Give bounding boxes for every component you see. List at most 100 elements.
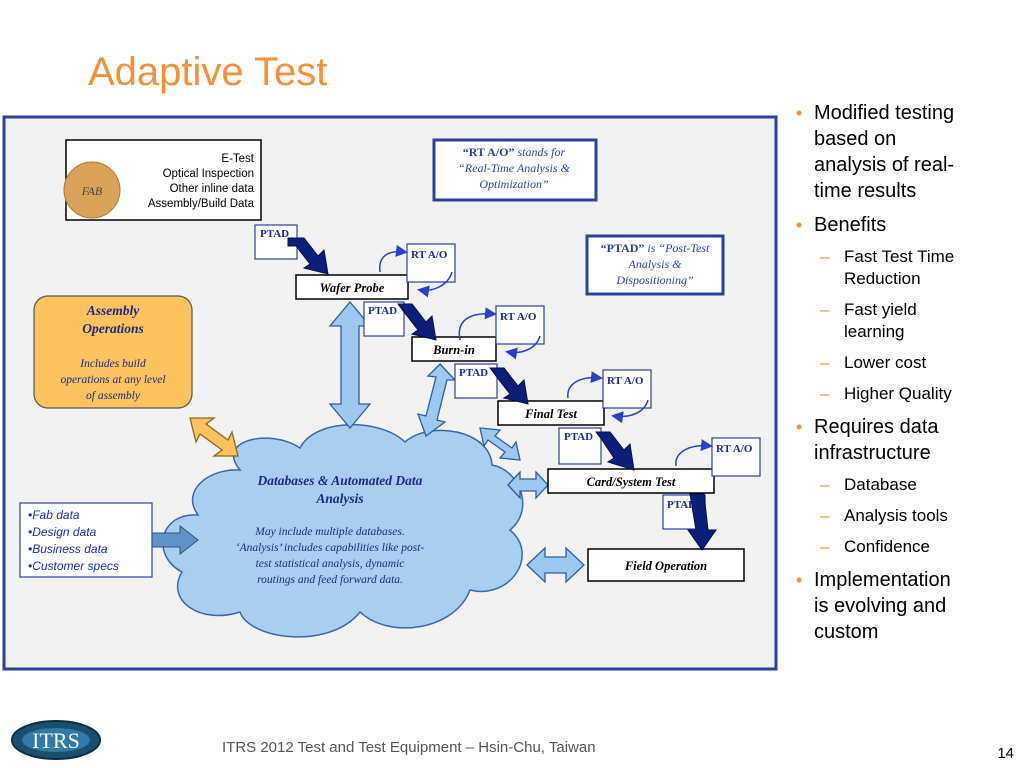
step-final-test: Final Test bbox=[497, 400, 605, 426]
data-inputs-box: •Fab data •Design data •Business data •C… bbox=[19, 502, 153, 578]
double-arrow bbox=[479, 427, 521, 461]
svg-text:RT A/O: RT A/O bbox=[716, 443, 753, 455]
cloud-desc: May include multiple databases. bbox=[254, 526, 404, 538]
sub-bullet-line: Fast yield bbox=[844, 300, 917, 319]
svg-text:PTAD: PTAD bbox=[368, 305, 397, 317]
ptad-box: PTAD bbox=[558, 427, 602, 465]
svg-text:“RT A/O” stands for: “RT A/O” stands for bbox=[463, 145, 566, 159]
bullet-item: • Implementation is evolving and custom bbox=[792, 567, 992, 645]
bullet-line: custom bbox=[814, 621, 879, 643]
data-input-item: •Customer specs bbox=[28, 559, 119, 573]
bullet-line: Benefits bbox=[814, 214, 887, 236]
bullet-item: • Requires data infrastructure bbox=[792, 414, 992, 466]
bullet-line: Implementation bbox=[814, 569, 951, 591]
data-input-item: •Fab data bbox=[28, 508, 80, 522]
curved-arrow bbox=[379, 244, 408, 273]
sub-bullet-line: Analysis tools bbox=[844, 506, 948, 525]
rtao-def-line: Optimization” bbox=[479, 177, 549, 191]
rtao-legend-box: “RT A/O” stands for “Real-Time Analysis … bbox=[432, 138, 598, 202]
itrs-logo: ITRS bbox=[11, 720, 101, 760]
double-arrow bbox=[416, 363, 457, 438]
curved-arrow bbox=[458, 307, 497, 341]
input-arrow bbox=[151, 524, 199, 556]
sub-bullet-dash: – bbox=[820, 247, 830, 266]
bullet-dot: • bbox=[796, 417, 803, 437]
sub-bullet-item: –Database bbox=[792, 474, 992, 496]
step-label: Final Test bbox=[524, 407, 578, 421]
svg-text:RT A/O: RT A/O bbox=[607, 375, 644, 387]
rtao-box: RT A/O bbox=[495, 305, 545, 345]
rtao-term: “RT A/O” bbox=[463, 145, 515, 159]
cloud-title: Databases & Automated Data bbox=[257, 473, 423, 488]
step-card-system-test: Card/System Test bbox=[547, 468, 715, 494]
curved-arrow bbox=[567, 371, 603, 399]
step-label: Wafer Probe bbox=[320, 281, 385, 295]
bullet-line: analysis of real- bbox=[814, 154, 955, 176]
exchange-arrows bbox=[189, 300, 585, 584]
flow-arrow bbox=[489, 367, 529, 405]
sub-bullet-line: Database bbox=[844, 475, 917, 494]
ptad-def-line: Dispositioning” bbox=[615, 273, 694, 287]
sub-bullet-line: Confidence bbox=[844, 537, 931, 556]
step-label: Burn-in bbox=[432, 343, 475, 357]
sub-bullet-item: –Lower cost bbox=[792, 352, 992, 374]
flow-arrow bbox=[287, 237, 329, 275]
wafer-icon bbox=[63, 161, 121, 219]
svg-text:PTAD: PTAD bbox=[260, 228, 289, 240]
step-field-operation: Field Operation bbox=[587, 548, 745, 582]
sub-bullet-dash: – bbox=[820, 353, 830, 372]
assembly-desc: operations at any level bbox=[60, 374, 165, 386]
ptad-box: PTAD bbox=[454, 363, 498, 399]
ptad-term: “PTAD” bbox=[601, 241, 645, 255]
sub-bullet-item: –Fast yield learning bbox=[792, 299, 992, 343]
cloud-desc: routings and feed forward data. bbox=[257, 574, 403, 586]
svg-text:“PTAD” is “Post-Test: “PTAD” is “Post-Test bbox=[601, 241, 710, 255]
source-line: E-Test bbox=[221, 153, 254, 165]
curved-arrow bbox=[611, 399, 649, 424]
bullet-line: Requires data bbox=[814, 416, 939, 438]
step-label: Field Operation bbox=[624, 559, 707, 573]
bullet-item: • Benefits bbox=[792, 212, 992, 238]
sub-bullet-dash: – bbox=[820, 300, 830, 319]
source-line: Assembly/Build Data bbox=[148, 198, 255, 210]
bullet-dot: • bbox=[796, 570, 803, 590]
svg-text:PTAD: PTAD bbox=[564, 431, 593, 443]
curved-arrow bbox=[417, 271, 453, 298]
rtao-box: RT A/O bbox=[406, 243, 456, 283]
sub-bullet-item: –Confidence bbox=[792, 536, 992, 558]
ptad-def: is “Post-Test bbox=[644, 241, 710, 255]
double-arrow bbox=[526, 546, 585, 584]
bullet-dot: • bbox=[796, 103, 803, 123]
page-title: Adaptive Test bbox=[88, 50, 328, 94]
sub-bullet-line: learning bbox=[844, 322, 905, 341]
rtao-curved-arrows bbox=[379, 244, 713, 467]
fab-data-sources-box: FAB E-Test Optical Inspection Other inli… bbox=[63, 139, 262, 221]
svg-text:RT A/O: RT A/O bbox=[411, 249, 448, 261]
step-wafer-probe: Wafer Probe bbox=[295, 274, 409, 300]
flow-arrow bbox=[397, 303, 437, 341]
curved-arrow bbox=[505, 335, 541, 360]
rtao-box: RT A/O bbox=[602, 369, 652, 409]
bullet-dot: • bbox=[796, 215, 803, 235]
rtao-def-line: “Real-Time Analysis & bbox=[458, 161, 570, 175]
source-line: Optical Inspection bbox=[163, 168, 254, 180]
logo-text: ITRS bbox=[32, 728, 80, 753]
rtao-def: stands for bbox=[515, 145, 566, 159]
bullet-line: is evolving and bbox=[814, 595, 947, 617]
sub-bullet-item: –Higher Quality bbox=[792, 383, 992, 405]
cloud-desc: test statistical analysis, dynamic bbox=[256, 558, 405, 570]
curved-arrow bbox=[675, 439, 713, 467]
sub-bullet-line: Higher Quality bbox=[844, 384, 952, 403]
ptad-legend-box: “PTAD” is “Post-Test Analysis & Disposit… bbox=[585, 234, 725, 296]
footer-text: ITRS 2012 Test and Test Equipment – Hsin… bbox=[222, 739, 596, 756]
data-input-item: •Design data bbox=[28, 525, 97, 539]
flow-arrow bbox=[595, 431, 635, 471]
assembly-title: Operations bbox=[82, 321, 144, 336]
svg-text:PTAD: PTAD bbox=[459, 367, 488, 379]
fab-label: FAB bbox=[81, 184, 103, 198]
data-input-item: •Business data bbox=[28, 542, 108, 556]
bullet-line: infrastructure bbox=[814, 442, 931, 464]
